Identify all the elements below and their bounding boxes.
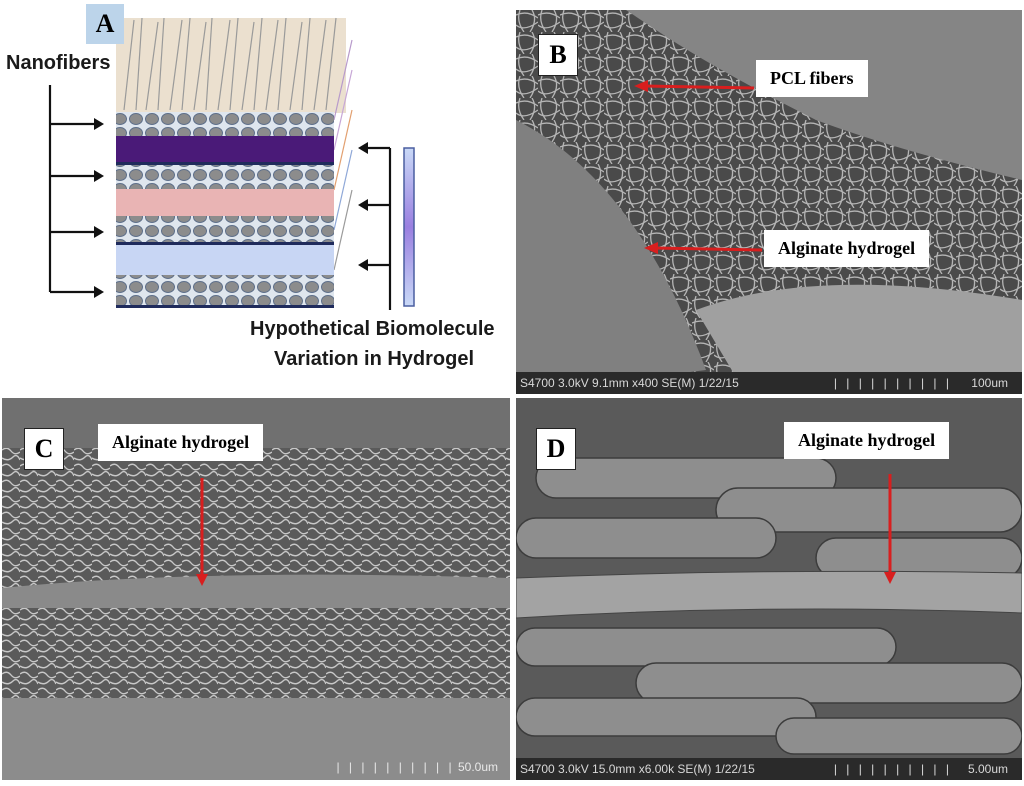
- hydrogel-layer-purple: [116, 136, 334, 162]
- scale-bar-label: 50.0um: [457, 760, 498, 774]
- caption-line-1: Hypothetical Biomolecule: [250, 318, 495, 340]
- sem-image-c: [2, 398, 510, 780]
- sem-image-d: [516, 398, 1022, 780]
- bead-layer: [116, 275, 334, 305]
- panel-b-letter: B: [538, 34, 578, 76]
- vertical-fibers: [123, 17, 337, 111]
- side-fibers: [333, 39, 353, 271]
- panel-c-sem: C Alginate hydrogel | | | | | | | | | | …: [2, 398, 510, 780]
- scale-ticks: | | | | | | | | | |: [336, 760, 455, 774]
- sem-info-bar: S4700 3.0kV 15.0mm x6.00k SE(M) 1/22/15 …: [516, 758, 1022, 780]
- biomolecule-gradient-bar: [403, 147, 415, 307]
- panel-d-letter: D: [536, 428, 576, 470]
- panel-b-sem: B PCL fibers Alginate hydrogel S4700 3.0…: [516, 10, 1022, 394]
- hydrogel-film: [516, 570, 1022, 619]
- scale-bar-label: 5.00um: [967, 762, 1008, 776]
- hydrogel-sheet-bottom: [696, 284, 1022, 394]
- bottom-fiber-layer: [2, 608, 510, 698]
- sem-info-bar: S4700 3.0kV 9.1mm x400 SE(M) 1/22/15 | |…: [516, 372, 1022, 394]
- caption-line-2: Variation in Hydrogel: [274, 348, 475, 370]
- variation-arrows: [366, 146, 392, 310]
- scale-bar: | | | | | | | | | | 50.0um: [336, 760, 498, 774]
- panel-a-letter: A: [86, 4, 124, 44]
- panel-d-sem: D Alginate hydrogel S4700 3.0kV 15.0mm x…: [516, 398, 1022, 780]
- alginate-hydrogel-label: Alginate hydrogel: [764, 230, 930, 267]
- bead-layer: [116, 216, 334, 242]
- hydrogel-sheet-left: [516, 120, 706, 394]
- scale-bar-label: 100um: [971, 376, 1008, 390]
- bead-layer: [116, 165, 334, 189]
- panel-c-letter: C: [24, 428, 64, 470]
- panel-a-schematic: A Nanofibers Hypothetical Biomolecule Va…: [0, 0, 512, 395]
- hydrogel-gap: [2, 574, 510, 618]
- hydrogel-layer-pink: [116, 189, 334, 216]
- sem-parameters: S4700 3.0kV 15.0mm x6.00k SE(M) 1/22/15: [520, 762, 755, 776]
- alginate-hydrogel-label: Alginate hydrogel: [784, 422, 950, 459]
- layered-scaffold-diagram: [48, 17, 415, 310]
- nanofiber-arrows: [48, 85, 98, 294]
- bead-layer: [116, 112, 334, 136]
- fiber-bundles: [516, 457, 1022, 755]
- alginate-hydrogel-label: Alginate hydrogel: [98, 424, 264, 461]
- pcl-fibers-label: PCL fibers: [756, 60, 868, 97]
- nanofibers-label: Nanofibers: [6, 52, 111, 74]
- scale-ticks: | | | | | | | | | |: [833, 376, 952, 390]
- hydrogel-layer-blue: [116, 245, 334, 275]
- scale-ticks: | | | | | | | | | |: [833, 762, 952, 776]
- sem-parameters: S4700 3.0kV 9.1mm x400 SE(M) 1/22/15: [520, 376, 739, 390]
